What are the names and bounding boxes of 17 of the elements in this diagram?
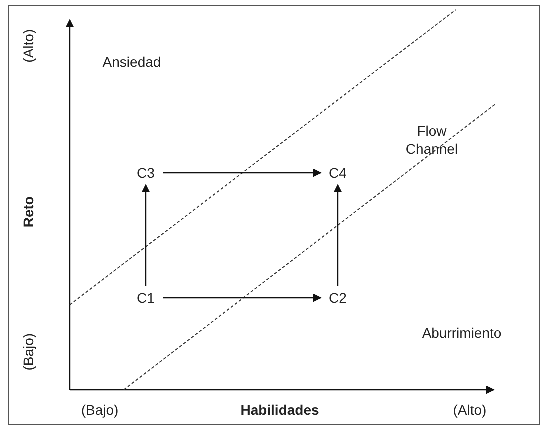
region-label: (Alto)	[453, 400, 487, 420]
region-label: (Bajo)	[81, 400, 119, 420]
region-label: Aburrimiento	[422, 324, 502, 342]
axis-label: (Bajo)	[20, 333, 38, 371]
state-label: C3	[133, 163, 159, 183]
state-label: C4	[325, 163, 351, 183]
arrow	[163, 294, 322, 302]
arrow	[142, 184, 150, 286]
region-label: Ansiedad	[102, 52, 162, 72]
axis-label: (Alto)	[20, 29, 38, 63]
axis-label: Reto	[20, 196, 38, 228]
state-label: C2	[325, 288, 351, 308]
state-label: C1	[133, 288, 159, 308]
region-label: Habilidades	[240, 400, 320, 420]
arrow	[334, 184, 342, 286]
region-label: Flow Channel	[404, 122, 460, 158]
arrow	[163, 168, 322, 178]
